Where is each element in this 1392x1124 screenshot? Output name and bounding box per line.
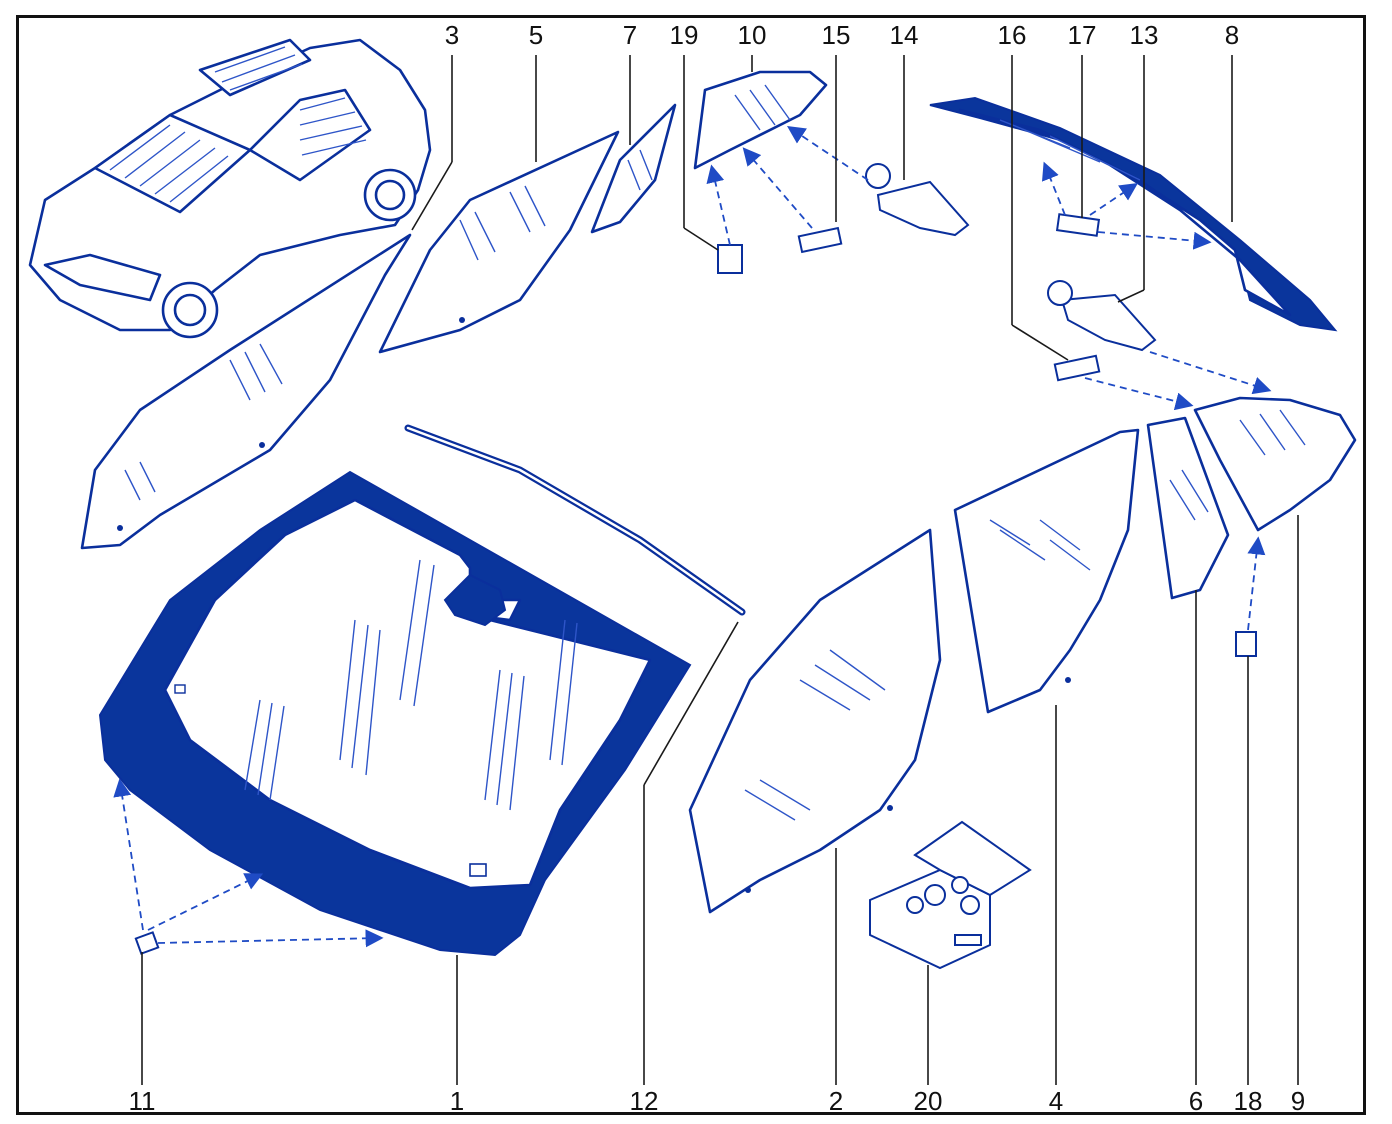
diagram-frame xyxy=(16,15,1366,1115)
callout-6: 6 xyxy=(1189,1086,1203,1116)
part-10-quarter-glass xyxy=(693,70,828,170)
callout-12: 12 xyxy=(630,1086,659,1116)
part-14-suction-tool xyxy=(865,163,970,237)
callout-4: 4 xyxy=(1049,1086,1063,1116)
leader-lines xyxy=(141,55,1299,1085)
part-3-front-quarter-glass xyxy=(80,233,412,550)
part-19-pad xyxy=(717,244,743,274)
part-2-front-door-glass xyxy=(688,528,942,914)
car-illustration xyxy=(28,38,432,339)
callout-labels: 3 5 7 19 10 15 14 16 17 13 8 11 1 12 2 2… xyxy=(129,20,1306,1116)
part-11-pad xyxy=(134,931,160,955)
part-6-fixed-glass xyxy=(1146,416,1230,600)
callout-2: 2 xyxy=(829,1086,843,1116)
callout-11: 11 xyxy=(129,1086,156,1116)
callout-18: 18 xyxy=(1234,1086,1263,1116)
part-15-pad xyxy=(797,226,843,254)
part-20-clip-box xyxy=(869,820,1032,970)
part-13-suction-tool xyxy=(1047,280,1157,352)
callout-5: 5 xyxy=(529,20,543,50)
callout-1: 1 xyxy=(450,1086,464,1116)
part-7-fixed-glass xyxy=(590,103,677,234)
callout-10: 10 xyxy=(738,20,767,50)
part-18-pad xyxy=(1235,631,1257,657)
callout-16: 16 xyxy=(998,20,1027,50)
callout-20: 20 xyxy=(914,1086,943,1116)
callout-13: 13 xyxy=(1130,20,1159,50)
part-8-rear-window xyxy=(929,96,1338,332)
callout-9: 9 xyxy=(1291,1086,1305,1116)
callout-15: 15 xyxy=(822,20,851,50)
callout-17: 17 xyxy=(1068,20,1097,50)
part-4-rear-door-glass xyxy=(953,428,1140,714)
callout-19: 19 xyxy=(670,20,699,50)
part-5-front-door-glass xyxy=(378,130,620,354)
part-17-pad xyxy=(1055,213,1101,237)
part-16-pad xyxy=(1053,354,1101,382)
callout-8: 8 xyxy=(1225,20,1239,50)
callout-3: 3 xyxy=(445,20,459,50)
callout-14: 14 xyxy=(890,20,919,50)
part-1-windscreen xyxy=(98,470,692,957)
part-9-quarter-glass xyxy=(1193,396,1357,532)
callout-7: 7 xyxy=(623,20,637,50)
